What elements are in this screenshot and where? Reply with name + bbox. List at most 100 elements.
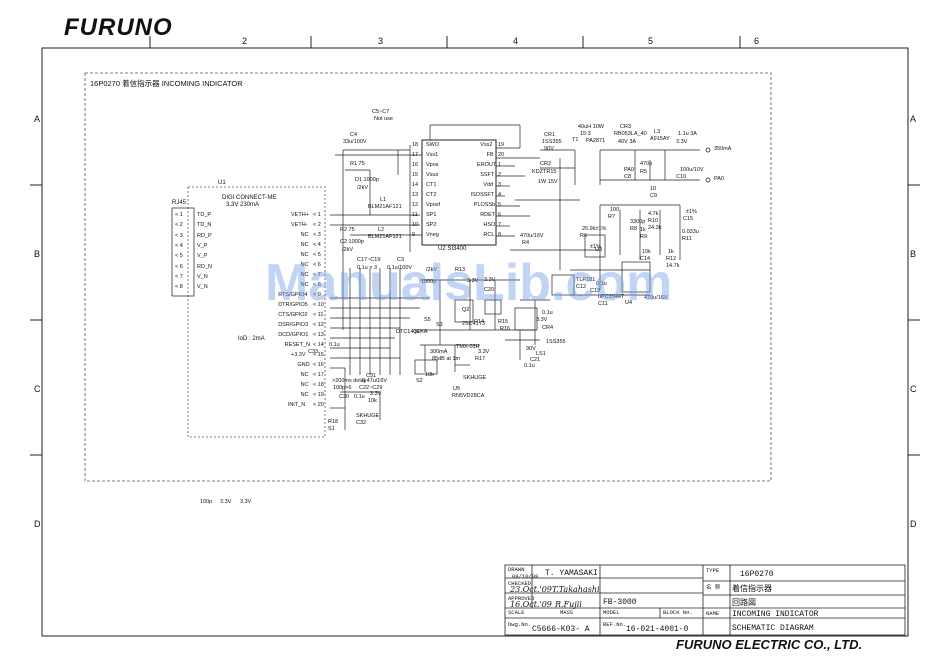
component-label: U5 — [453, 386, 461, 392]
name-label-jp: 名 称 — [706, 584, 721, 591]
u2-left-pin-num: 11 — [412, 212, 418, 218]
u1-ref: U1 — [218, 180, 226, 186]
u2-left-pin-num: 12 — [412, 202, 419, 208]
component-label: 3.3V — [478, 349, 490, 355]
u2-left-pin-label: SWO — [426, 142, 440, 148]
u2-right-pin-label: SSFT — [480, 172, 495, 178]
u1-right-pin-label: NC — [300, 232, 309, 238]
name-jp2: 回路図 — [732, 598, 756, 607]
checked-label: CHECKED — [508, 580, 532, 587]
u2-right-pin-label: HSO — [483, 222, 496, 228]
u2-left-pin-num: 14 — [412, 182, 419, 188]
component-label: CR1 — [544, 132, 556, 138]
component-label: ±1% — [590, 244, 601, 250]
component-label: 0.1u — [354, 394, 365, 400]
u1-left-pin-num: < 6 — [175, 263, 183, 270]
component-label: CR4 — [542, 325, 554, 331]
component-label: PA0 — [624, 167, 634, 173]
component-label: PA2871 — [586, 138, 606, 144]
component-label: TLP181 — [576, 277, 596, 283]
component-label: 0.47u/16V — [362, 378, 388, 384]
component-label: TMX-03H — [456, 344, 480, 350]
component-label: 85dB at 1m — [432, 356, 461, 362]
u2-left-pin-num: 15 — [412, 172, 419, 178]
u1-right-pin-num: < 14 — [313, 342, 324, 348]
u1-right-pin-num: < 9 — [313, 292, 321, 298]
u1-right-pin-label: NC — [300, 262, 309, 268]
component-label: Not use — [374, 116, 393, 122]
u1-left-pin-num: < 5 — [175, 253, 183, 260]
checked-date: 23.Oct.'09 — [510, 585, 552, 594]
u1-right-pin-num: < 15 — [313, 352, 324, 358]
row-label-b-left: B — [34, 249, 41, 259]
component-label: 470u/16V — [644, 295, 668, 301]
component-label: C13 — [590, 288, 601, 294]
rj45-ref: RJ45 — [172, 200, 187, 206]
component-label: /2kV — [426, 267, 438, 273]
u1-right-pin-label: CTS/GPIO2 — [278, 312, 308, 318]
u1-left-pin-label: V_P — [197, 253, 208, 260]
u2-right-pin-label: PLOSSb — [473, 202, 496, 208]
u2-right-pin-label: RCL — [483, 232, 495, 238]
dwg-no: C5666-K03- A — [532, 625, 590, 634]
component-label: /2kV — [357, 185, 369, 191]
approved-label: APPROVED — [508, 595, 535, 602]
component-label: C11 — [598, 301, 608, 307]
component-label: R15 — [498, 319, 509, 325]
component-label: BLM21AF121 — [368, 234, 402, 240]
component-label: T1 — [572, 137, 579, 143]
component-label: 10k — [368, 398, 377, 404]
u1-right-pin-label: DCD/GPIO1 — [278, 332, 309, 338]
component-label: 350mA — [714, 146, 732, 152]
u2-right-pin-num: 19 — [498, 142, 505, 148]
ref-label: REF.No. — [603, 621, 627, 628]
component-label: 100 — [610, 207, 620, 213]
u1-left-pin-label: V_N — [197, 284, 208, 291]
column-label-4: 4 — [513, 36, 519, 46]
component-label: C8 — [624, 174, 632, 180]
u1-right-pin-label: DTR/GPIO5 — [278, 302, 308, 308]
component-label: 0.1u × 3 — [357, 265, 378, 271]
u1-right-pin-num: < 6 — [313, 262, 321, 268]
u1-left-pin-label: RD_P — [197, 232, 212, 239]
u1-left-pin-num: < 4 — [175, 242, 183, 249]
component-label: 3.3V — [676, 139, 688, 145]
name-en2: SCHEMATIC DIAGRAM — [732, 624, 814, 633]
component-label: BLM21AF121 — [368, 204, 402, 210]
ref-no: 16-021-4001-0 — [626, 625, 689, 634]
component-label: C14 — [640, 256, 651, 262]
u2-right-pin-label: RDET — [480, 212, 496, 218]
u1-right-pin-num: < 20 — [313, 402, 324, 408]
component-label: C32 — [356, 420, 367, 426]
component-label: 3.3V — [220, 499, 232, 505]
component-label: R5 — [640, 169, 648, 175]
component-label: 300mA — [430, 349, 448, 355]
column-label-5: 5 — [648, 36, 654, 46]
component-label: CR2 — [540, 161, 552, 167]
u2-left-pin-label: CT1 — [426, 182, 437, 188]
u1-right-pin-label: DSR/GPIO3 — [278, 322, 309, 328]
component-label: 1k — [640, 227, 646, 233]
component-label: 90V — [544, 146, 554, 152]
component-label: R6 — [580, 233, 588, 239]
component-label: S3 — [436, 322, 443, 328]
column-label-2: 2 — [242, 36, 248, 46]
component-label: ±1% — [686, 209, 697, 215]
name-jp: 着信指示器 — [732, 584, 772, 593]
u1-right-pin-num: < 18 — [313, 382, 324, 388]
u1-right-pin-num: < 12 — [313, 322, 324, 328]
u1-rating: 3.3V 230mA — [226, 202, 260, 208]
component-label: R14 — [474, 319, 485, 325]
component-label: 3.3V — [240, 499, 252, 505]
u1-right-pin-num: < 4 — [313, 242, 321, 248]
component-label: R12 — [666, 256, 677, 262]
u2-left-pin-label: Vss1 — [426, 152, 439, 158]
checked-name: T.Takahashi — [552, 585, 600, 594]
component-label: 1000p — [421, 279, 437, 285]
u2-left-pin-num: 13 — [412, 192, 419, 198]
u1-left-pin-num: < 1 — [175, 212, 183, 218]
component-label: 100p — [200, 499, 213, 505]
component-label: 3.3V — [467, 278, 479, 284]
component-label: U3 — [595, 247, 603, 253]
drawn-name: T. YAMASAKI — [545, 569, 598, 578]
